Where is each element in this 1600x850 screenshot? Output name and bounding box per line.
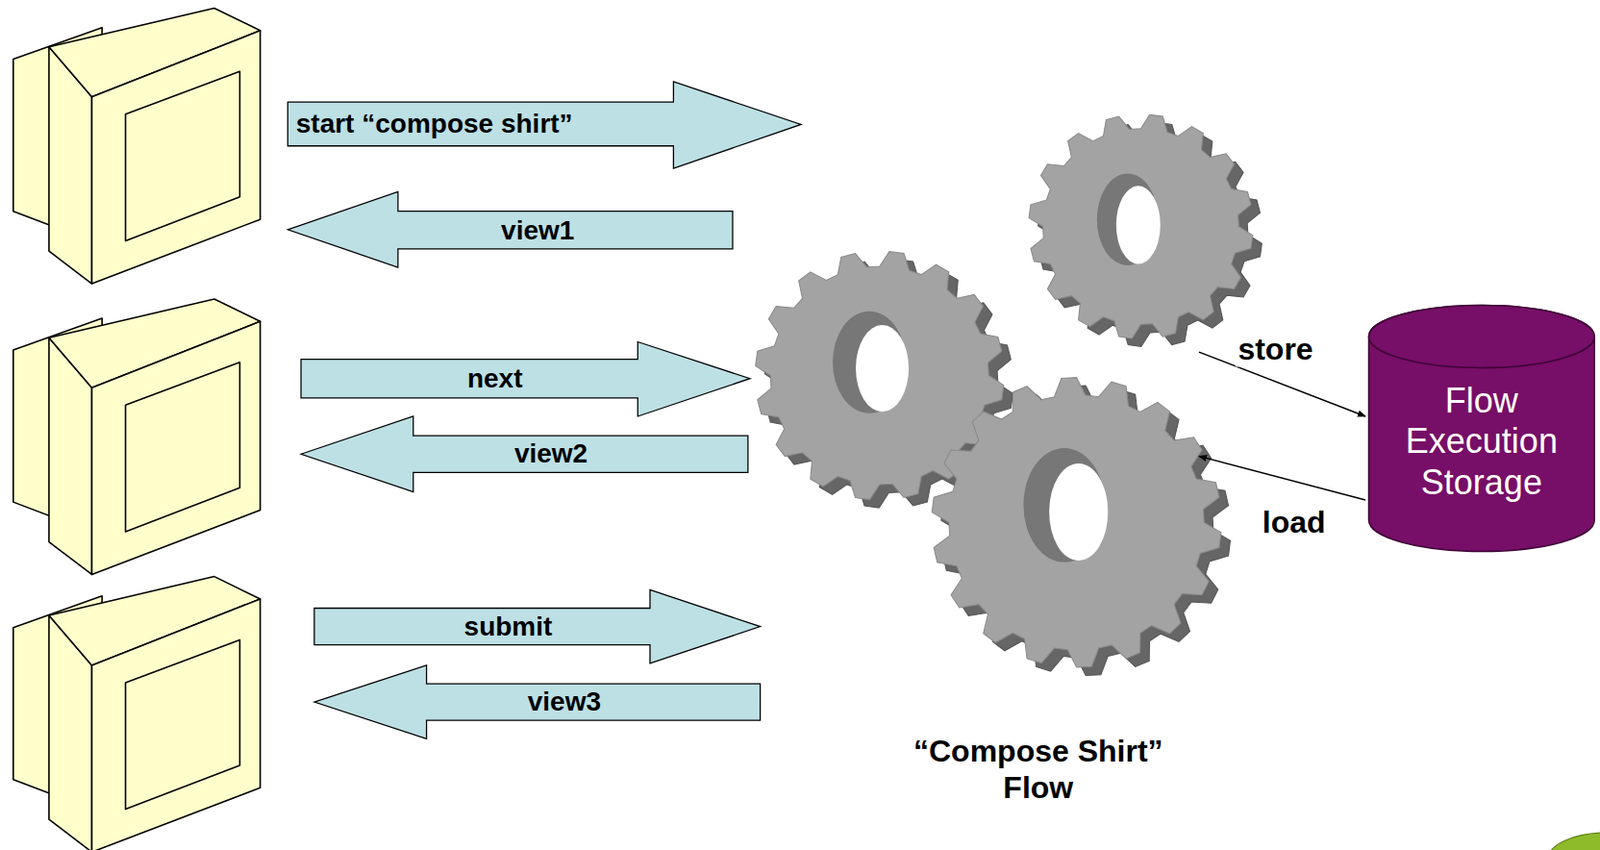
request-arrow — [314, 589, 761, 663]
flow-caption: “Compose Shirt” Flow — [894, 733, 1183, 807]
gear-hole — [855, 325, 909, 412]
response-arrow — [300, 416, 749, 493]
message-label: start “compose shirt” — [296, 109, 574, 140]
storage-cylinder: Flow Execution Storage — [1367, 303, 1597, 553]
text-wrap: Flow Execution Storage — [1367, 329, 1597, 553]
gear-hole — [1049, 463, 1108, 561]
flow-engine: “Compose Shirt” Flow — [877, 97, 1200, 807]
gear-face — [931, 377, 1222, 668]
message-label: submit — [464, 611, 553, 642]
gear-face — [1028, 114, 1253, 339]
message-label: next — [467, 363, 524, 394]
monitor — [13, 299, 261, 575]
data-connector — [1199, 455, 1366, 500]
request-arrow — [287, 81, 801, 169]
logo-corner — [1548, 832, 1600, 850]
gears — [755, 114, 1263, 675]
storage-text: Flow Execution Storage — [1382, 380, 1580, 503]
response-arrow — [287, 192, 733, 269]
monitor — [13, 576, 261, 850]
block-arrows — [287, 81, 801, 739]
text-wrap: “Compose Shirt” Flow — [877, 733, 1200, 807]
monitor — [13, 7, 261, 284]
message-label: view1 — [500, 215, 575, 246]
gear-hole — [1116, 185, 1161, 264]
edge-label: load — [1259, 506, 1329, 541]
request-arrow — [300, 342, 750, 417]
gear — [931, 377, 1230, 676]
message-label: view2 — [514, 439, 588, 470]
message-label: view3 — [527, 687, 601, 718]
response-arrow — [314, 665, 761, 739]
cylinder-body — [1369, 305, 1596, 552]
gear — [1028, 114, 1262, 347]
cylinder-top — [1369, 305, 1596, 369]
edge-label: store — [1234, 332, 1316, 367]
